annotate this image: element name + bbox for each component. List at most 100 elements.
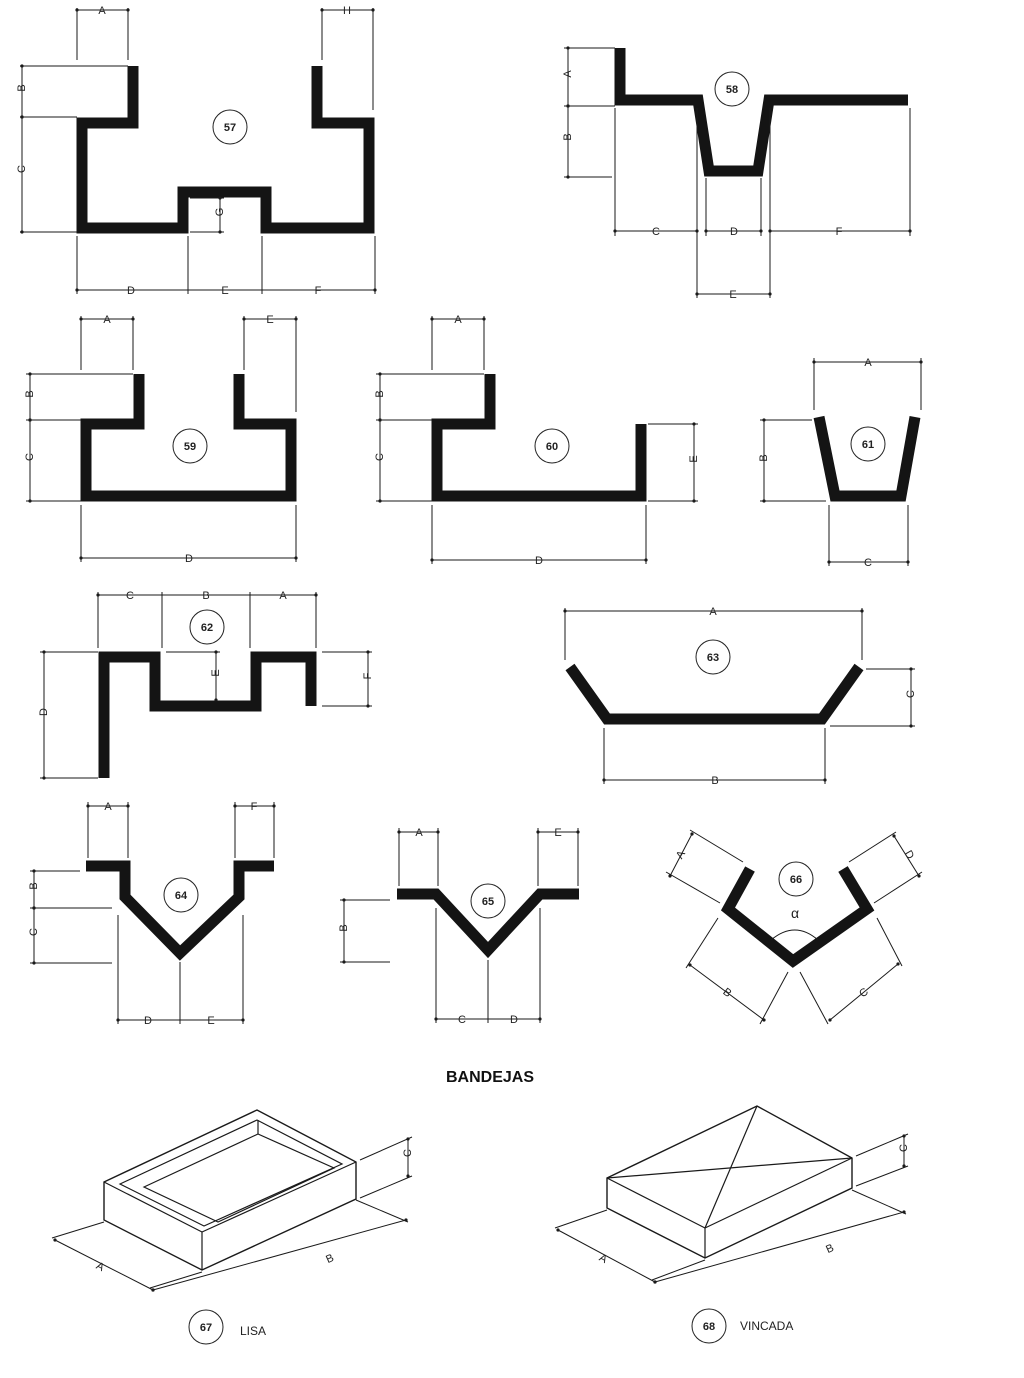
profile-59-number: 59 bbox=[184, 441, 196, 453]
profile-65-dim-e: E bbox=[554, 827, 561, 839]
dimension-tick bbox=[909, 667, 913, 671]
dimension-tick bbox=[860, 609, 864, 613]
profile-57-number: 57 bbox=[224, 122, 236, 134]
profile-62-dim-d: D bbox=[38, 708, 50, 716]
tray-68-dim-a: A bbox=[597, 1252, 610, 1266]
dimension-tick bbox=[538, 1017, 542, 1021]
profile-59-number-circle bbox=[172, 428, 208, 464]
profile-64-number-circle bbox=[163, 877, 199, 913]
profile-58: 58 A B C D F E bbox=[562, 46, 912, 301]
profile-64-dim-b: B bbox=[28, 882, 40, 889]
dimension-tick bbox=[378, 418, 382, 422]
profile-59-dim-a: A bbox=[103, 314, 111, 326]
dimension-tick bbox=[759, 229, 763, 233]
profile-62-number: 62 bbox=[201, 622, 213, 634]
profile-65-number-circle bbox=[470, 883, 506, 919]
dimension-tick bbox=[126, 8, 130, 12]
dimension-tick bbox=[397, 830, 401, 834]
profile-65-shape bbox=[397, 888, 579, 959]
profile-63-dim-a: A bbox=[709, 606, 717, 618]
dimension-tick bbox=[126, 804, 130, 808]
profile-61-number: 61 bbox=[862, 439, 874, 451]
tray-68-number: 68 bbox=[703, 1321, 715, 1333]
profile-58-dim-e: E bbox=[729, 289, 736, 301]
dimension-tick bbox=[653, 1280, 657, 1284]
profile-66-dim-a: A bbox=[674, 848, 688, 861]
profile-62-dim-c: C bbox=[126, 590, 134, 602]
dimension-tick bbox=[430, 558, 434, 562]
tray-67-dim-c: C bbox=[402, 1149, 414, 1157]
profile-63-dim-b: B bbox=[711, 775, 718, 787]
dimension-tick bbox=[366, 650, 370, 654]
profile-64-dim-d: D bbox=[144, 1015, 152, 1027]
dimension-tick bbox=[892, 834, 896, 838]
dimension-tick bbox=[613, 229, 617, 233]
dimension-tick bbox=[241, 1018, 245, 1022]
dimension-tick bbox=[695, 229, 699, 233]
dimension-tick bbox=[294, 317, 298, 321]
dimension-tick bbox=[917, 874, 921, 878]
dimension-tick bbox=[294, 556, 298, 560]
dimension-tick bbox=[906, 560, 910, 564]
dimension-tick bbox=[536, 830, 540, 834]
profile-57-dim-f: F bbox=[315, 285, 322, 297]
dimension-tick bbox=[406, 1174, 410, 1178]
tray-67: A B C 67 LISA bbox=[51, 1109, 414, 1345]
dimension-tick bbox=[378, 499, 382, 503]
profile-58-shape bbox=[614, 48, 908, 177]
profile-62-dim-f: F bbox=[362, 672, 374, 679]
profile-66-angle-arc bbox=[770, 929, 819, 941]
tray-67-number-circle bbox=[188, 1309, 224, 1345]
dimension-tick bbox=[320, 8, 324, 12]
dimension-tick bbox=[566, 175, 570, 179]
profile-64-dim-a: A bbox=[104, 801, 112, 813]
profile-57-dim-a: A bbox=[98, 5, 106, 17]
profile-66-dim-d: D bbox=[902, 849, 916, 862]
profile-61-dim-c: C bbox=[864, 557, 872, 569]
profile-64-dim-f: F bbox=[251, 801, 258, 813]
dimension-tick bbox=[902, 1134, 906, 1138]
profile-59-dim-d: D bbox=[185, 553, 193, 565]
dimension-tick bbox=[827, 560, 831, 564]
tray-67-body bbox=[103, 1109, 357, 1271]
profile-63-number: 63 bbox=[707, 652, 719, 664]
dimension-tick bbox=[75, 288, 79, 292]
dimension-tick bbox=[566, 46, 570, 50]
dimension-tick bbox=[436, 830, 440, 834]
dimension-tick bbox=[908, 229, 912, 233]
profile-60-dim-a: A bbox=[454, 314, 462, 326]
profile-57-dim-g: G bbox=[214, 208, 226, 217]
dimension-tick bbox=[373, 288, 377, 292]
dimension-tick bbox=[644, 558, 648, 562]
dimension-tick bbox=[430, 317, 434, 321]
tray-67-caption: LISA bbox=[240, 1324, 266, 1338]
profile-59-dim-e: E bbox=[266, 314, 273, 326]
profile-64-number: 64 bbox=[175, 890, 188, 902]
section-title: BANDEJAS bbox=[446, 1069, 534, 1086]
dimension-tick bbox=[28, 499, 32, 503]
dimension-tick bbox=[242, 317, 246, 321]
profile-66-angle-label: α bbox=[791, 905, 799, 921]
dimension-tick bbox=[342, 898, 346, 902]
tray-68-body bbox=[606, 1105, 853, 1259]
dimension-tick bbox=[812, 360, 816, 364]
dimension-tick bbox=[828, 1018, 832, 1022]
profile-58-dim-c: C bbox=[652, 226, 660, 238]
dimension-tick bbox=[902, 1210, 906, 1214]
dimension-tick bbox=[762, 1018, 766, 1022]
dimension-tick bbox=[602, 778, 606, 782]
profile-66-dim-b: B bbox=[720, 986, 733, 1000]
dimension-tick bbox=[96, 593, 100, 597]
profile-57-dim-e: E bbox=[221, 285, 228, 297]
tray-67-dim-a: A bbox=[94, 1260, 107, 1274]
dimension-tick bbox=[218, 196, 222, 200]
tray-68-caption: VINCADA bbox=[740, 1319, 793, 1333]
dimension-tick bbox=[131, 317, 135, 321]
profile-62: 62 C B A E F D bbox=[38, 590, 374, 780]
dimension-tick bbox=[342, 960, 346, 964]
dimension-tick bbox=[909, 724, 913, 728]
profile-59-shape bbox=[80, 374, 297, 502]
dimension-tick bbox=[20, 230, 24, 234]
profile-58-number-circle bbox=[714, 71, 750, 107]
